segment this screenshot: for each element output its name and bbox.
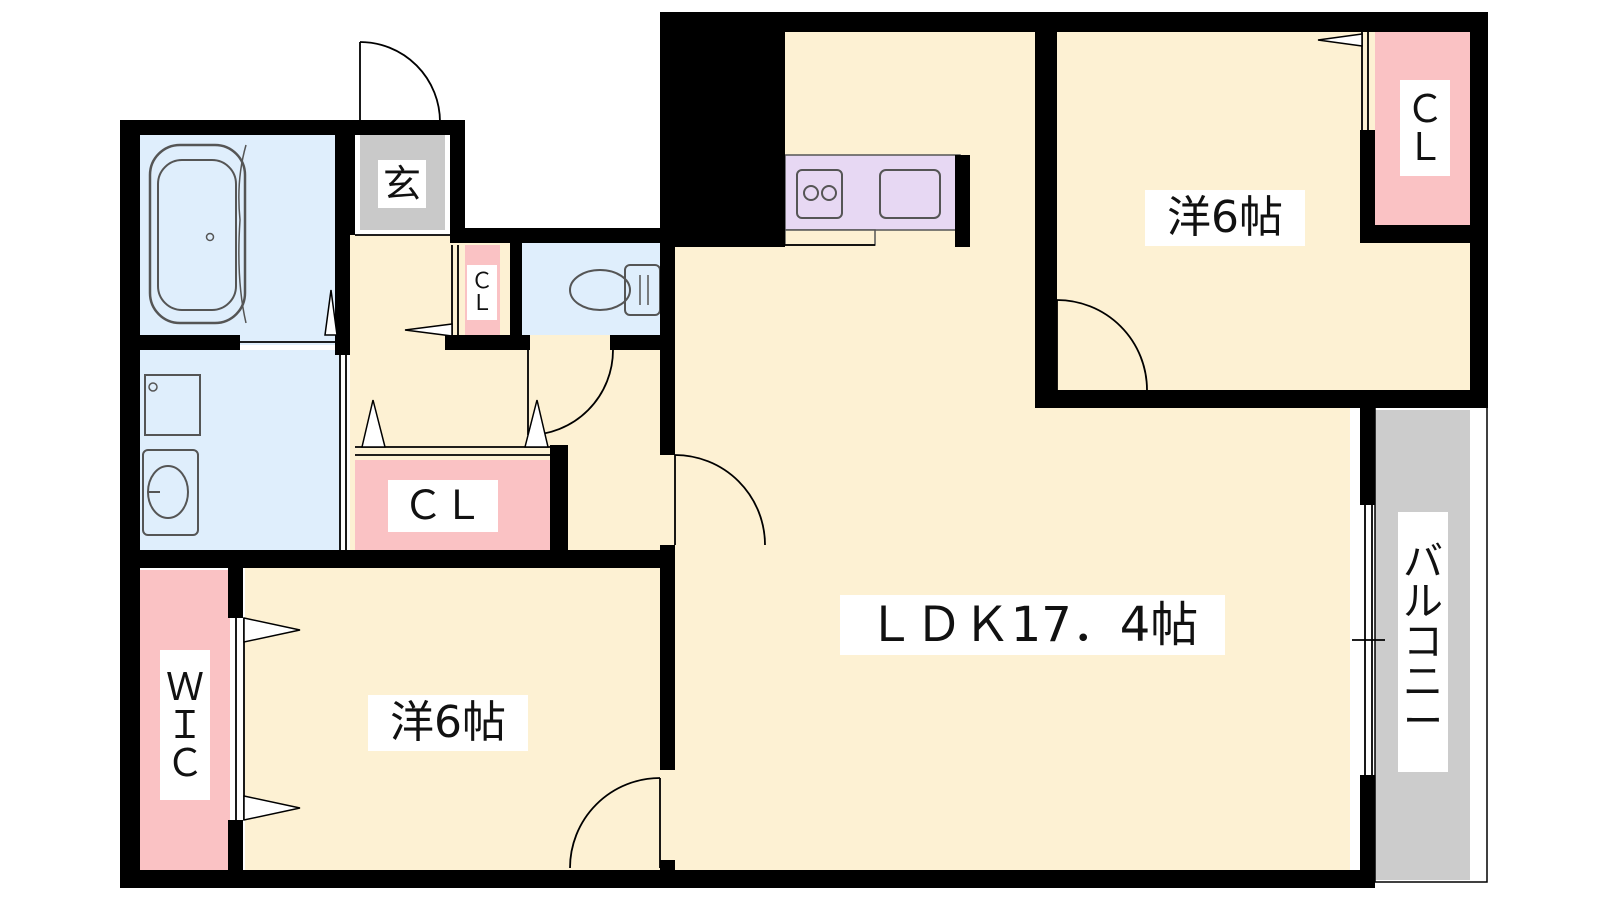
wic-label-i: Ｉ: [165, 703, 204, 747]
balcony-sash: [1352, 505, 1385, 775]
closet-small-label: Ｃ Ｌ: [467, 265, 497, 320]
wic-label: Ｗ Ｉ Ｃ: [160, 650, 210, 800]
balcony-label: バ ル コ ニ ー: [1398, 512, 1448, 772]
balcony-label-char-4: ニ: [1403, 659, 1443, 705]
bathtub-icon: [148, 143, 247, 325]
western-room-top-label: 洋6帖: [1145, 190, 1305, 246]
balcony-label-char-2: ル: [1403, 579, 1443, 625]
ldk-label: ＬＤＫ17．4帖: [840, 595, 1225, 655]
wic-door: [235, 618, 245, 820]
closet-center-label: ＣＬ: [388, 480, 498, 532]
balcony-label-char-5: ー: [1403, 699, 1443, 745]
doors: [235, 32, 1385, 869]
front-door: [359, 41, 441, 123]
closet-top-right-label-c: Ｃ: [1405, 87, 1444, 131]
closet-small-label-c: Ｃ: [470, 268, 493, 294]
toilet-floor: [520, 240, 660, 335]
walls: [120, 12, 1488, 888]
closet-center-door: [355, 446, 550, 456]
closet-small-label-l: Ｌ: [470, 290, 493, 316]
burner-right: [821, 185, 837, 201]
opening-marks: [243, 33, 1363, 821]
western-bottom-door: [569, 777, 661, 869]
washbasin-icon: [142, 374, 201, 536]
balcony-label-char-1: バ: [1403, 539, 1443, 585]
burner-left: [803, 185, 819, 201]
bath-door: [240, 341, 347, 550]
wic-label-w: Ｗ: [165, 665, 204, 709]
western-room-bottom-label: 洋6帖: [368, 695, 528, 751]
kitchen-counter: [784, 154, 961, 246]
closet-small-door: [451, 245, 459, 335]
western-top-door: [1056, 299, 1148, 391]
closet-top-right-label-l: Ｌ: [1405, 125, 1444, 169]
balcony-label-char-3: コ: [1403, 619, 1443, 665]
stove-icon: [796, 169, 843, 219]
bathroom-floor: [140, 135, 340, 345]
closet-top-right-label: Ｃ Ｌ: [1400, 80, 1450, 176]
kitchen-counter-edge: [784, 229, 876, 246]
ldk-door: [674, 454, 766, 546]
washroom-floor: [140, 350, 340, 555]
sink-icon: [879, 169, 941, 219]
closet-top-right-door: [1361, 32, 1369, 130]
wic-label-c: Ｃ: [165, 741, 204, 785]
entrance-label: 玄: [378, 160, 426, 208]
balcony-frame: [1374, 406, 1488, 883]
